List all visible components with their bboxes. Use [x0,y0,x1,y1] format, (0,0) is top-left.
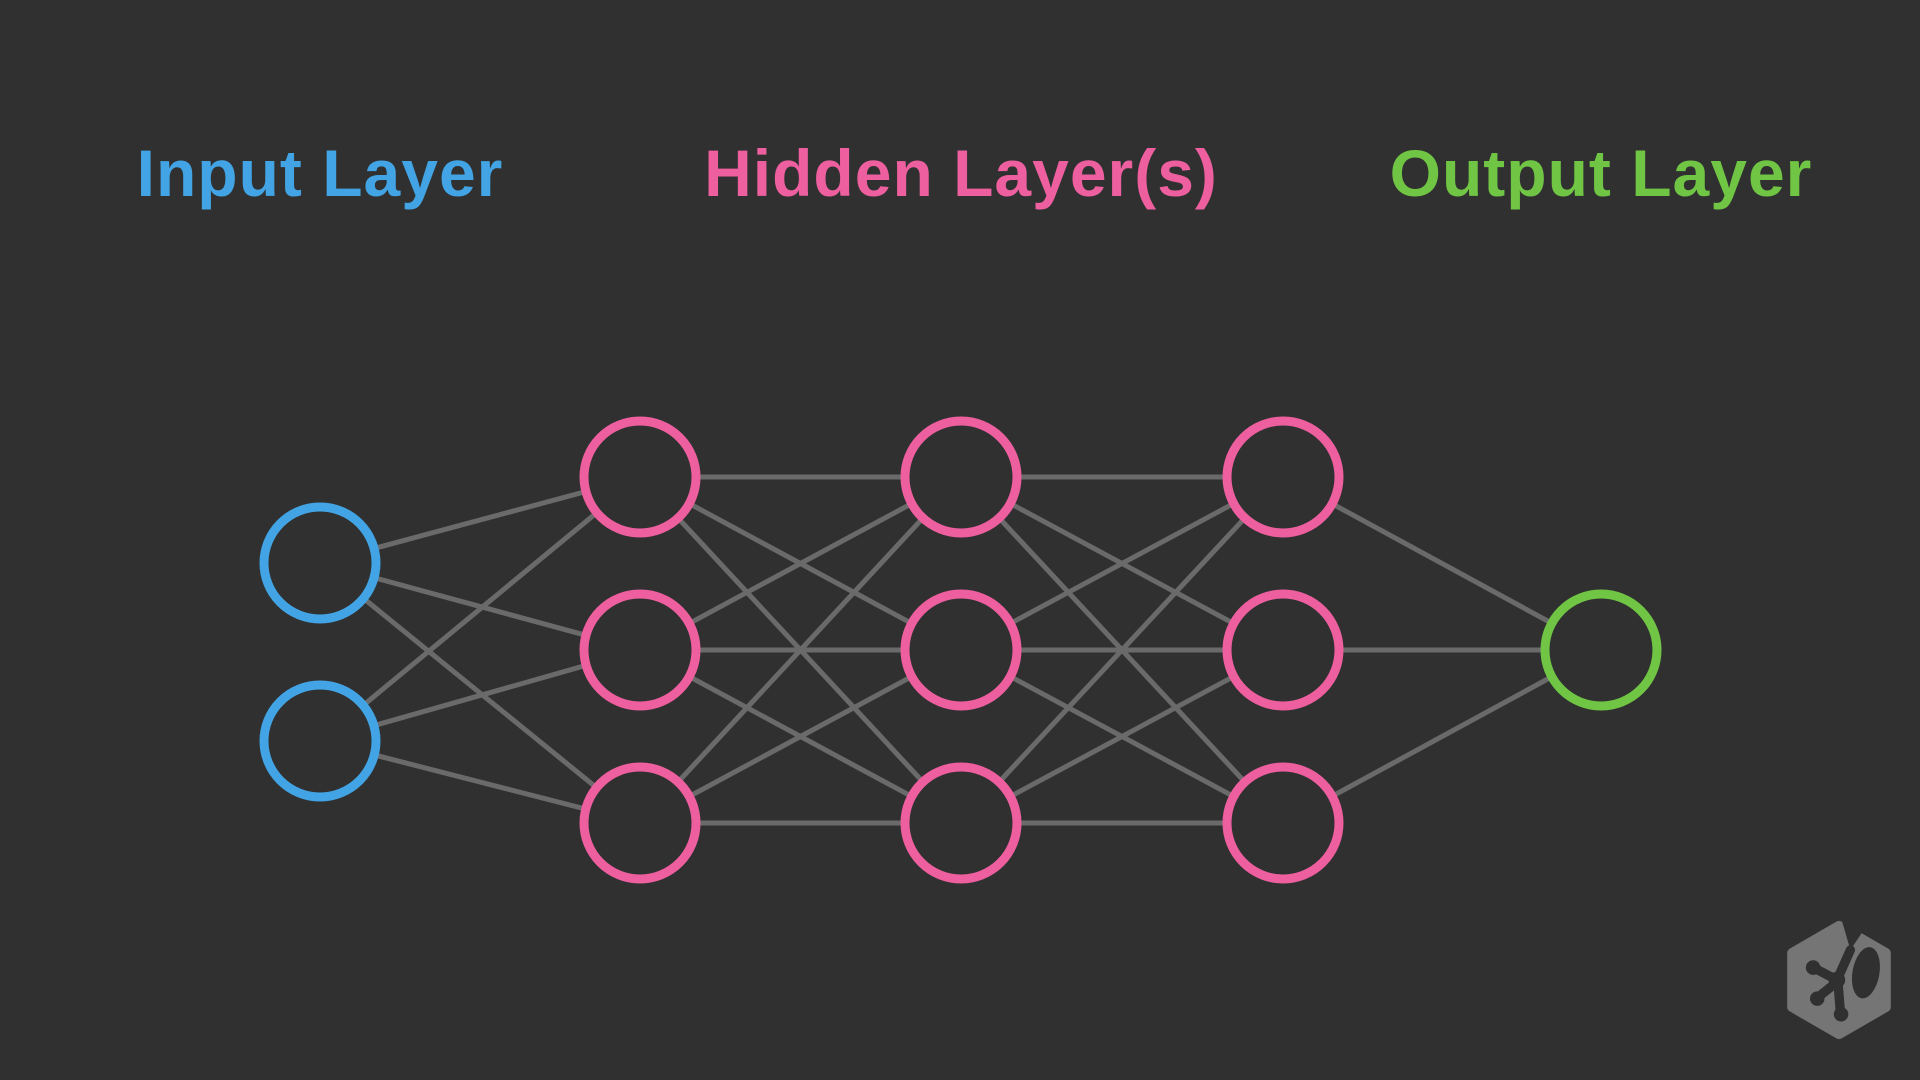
label-output-layer: Output Layer [1389,136,1813,210]
node-input-2 [259,680,381,802]
node-hidden-3-2 [1222,589,1344,711]
edge-hidden-1-3-to-hidden-2-1 [638,475,963,825]
edge-hidden-1-2-to-hidden-2-1 [638,474,963,653]
edge-hidden-2-3-to-hidden-3-2 [959,647,1285,826]
node-hidden-1-2 [579,589,701,711]
label-input-layer: Input Layer [136,136,504,210]
node-hidden-1-3 [579,762,701,884]
label-hidden-layers: Hidden Layer(s) [704,136,1218,210]
edge-hidden-2-3-to-hidden-3-1 [959,475,1285,825]
treehouse-logo-icon [1787,920,1891,1040]
node-hidden-3-1 [1222,416,1344,538]
edge-hidden-2-2-to-hidden-3-1 [959,474,1285,653]
node-input-1 [259,502,381,624]
node-hidden-1-1 [579,416,701,538]
node-hidden-3-3 [1222,762,1344,884]
node-output-1 [1540,589,1662,711]
edge-input-2-to-hidden-1-1 [318,475,642,743]
node-hidden-2-2 [900,589,1022,711]
node-hidden-2-3 [900,762,1022,884]
node-hidden-2-1 [900,416,1022,538]
logo-tree-cutout [1805,920,1880,1022]
edge-hidden-1-3-to-hidden-2-2 [638,647,963,826]
